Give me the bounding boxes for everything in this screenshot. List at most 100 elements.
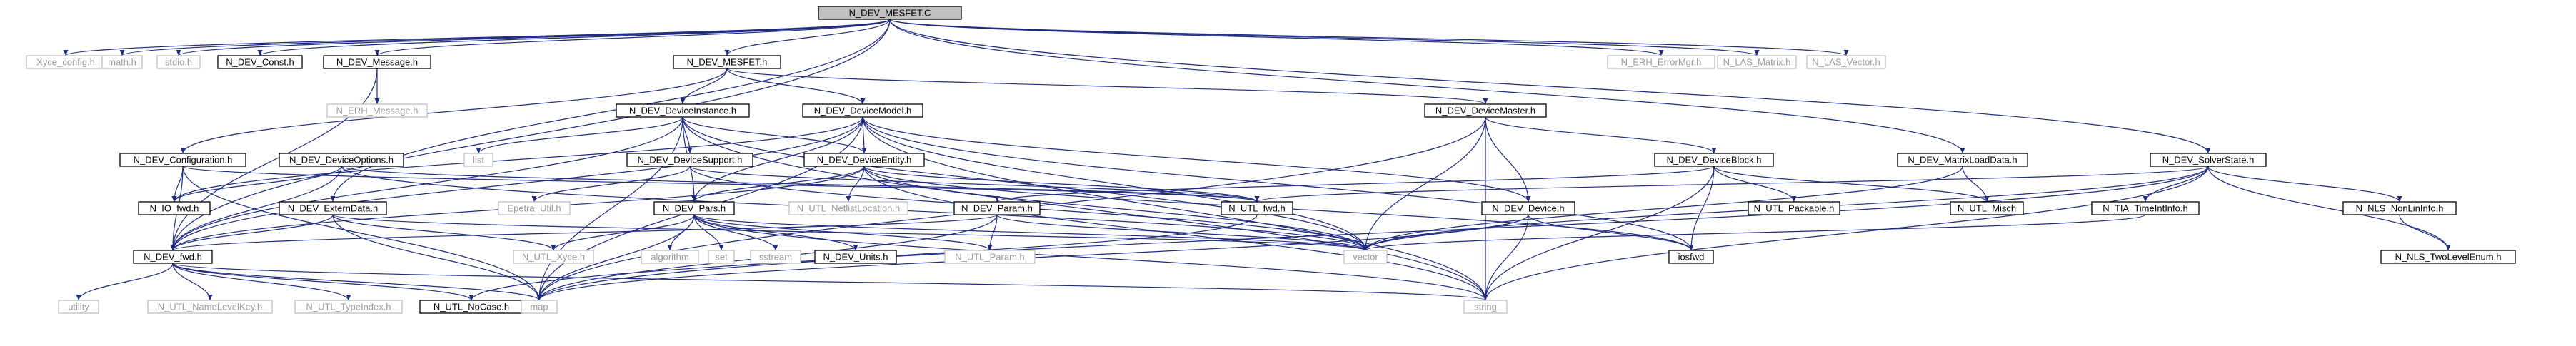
node-dev-devicesupport[interactable]: N_DEV_DeviceSupport.h — [626, 153, 753, 167]
edge-line — [2207, 166, 2400, 203]
node-label: N_DEV_Configuration.h — [134, 155, 233, 166]
edge-dev_fwd-to-utl_typeindex — [172, 263, 351, 301]
node-dev-param[interactable]: N_DEV_Param.h — [953, 201, 1041, 215]
node-iosfwd[interactable]: iosfwd — [1668, 250, 1714, 264]
edge-arrowhead — [1363, 245, 1368, 250]
node-box — [101, 55, 143, 69]
node-dev-message[interactable]: N_DEV_Message.h — [323, 55, 431, 69]
node-root[interactable]: N_DEV_MESFET.C — [818, 6, 962, 20]
node-box — [673, 55, 781, 69]
edge-line — [726, 68, 863, 105]
edge-arrowhead — [374, 98, 380, 104]
edge-line — [863, 166, 1366, 251]
edge-arrowhead — [680, 98, 686, 104]
node-tia-timeintinfo[interactable]: N_TIA_TimeIntInfo.h — [2091, 201, 2200, 215]
node-label: N_UTL_NetlistLocation.h — [797, 203, 901, 214]
node-box — [294, 300, 403, 314]
edge-dev_deviceentity-to-utl_netlistlocation — [846, 166, 865, 203]
node-dev-deviceblock[interactable]: N_DEV_DeviceBlock.h — [1654, 153, 1774, 167]
node-box — [653, 201, 735, 215]
node-box — [58, 300, 99, 314]
node-utl-netlistlocation: N_UTL_NetlistLocation.h — [788, 201, 908, 215]
edge-line — [1485, 166, 1715, 301]
node-box — [133, 250, 213, 264]
edge-arrowhead — [860, 98, 866, 104]
node-nls-nonlininfo[interactable]: N_NLS_NonLinInfo.h — [2342, 201, 2457, 215]
node-box — [1806, 55, 1886, 69]
edge-dev_solverstate-to-nls_nonlininfo — [2207, 166, 2402, 203]
node-dev-fwd[interactable]: N_DEV_fwd.h — [133, 250, 213, 264]
node-dev-matrixloaddata[interactable]: N_DEV_MatrixLoadData.h — [1897, 153, 2028, 167]
node-dev-deviceentity[interactable]: N_DEV_DeviceEntity.h — [803, 153, 925, 167]
node-utl-packable[interactable]: N_UTL_Packable.h — [1748, 201, 1840, 215]
node-box — [521, 300, 558, 314]
edge-dev_fwd-to-map — [172, 263, 542, 301]
node-box — [1463, 300, 1508, 314]
node-dev-mesfet-h[interactable]: N_DEV_MESFET.h — [673, 55, 781, 69]
node-label: N_DEV_MESFET.h — [687, 57, 768, 68]
edge-line — [726, 19, 891, 56]
node-dev-externdata[interactable]: N_DEV_ExternData.h — [279, 201, 387, 215]
edge-arrowhead — [257, 50, 263, 56]
edge-line — [889, 19, 1662, 56]
edge-dev_fwd-to-utl_nocase — [172, 263, 474, 301]
edge-line — [538, 214, 695, 301]
node-utl-nocase[interactable]: N_UTL_NoCase.h — [419, 300, 523, 314]
node-label: N_DEV_fwd.h — [144, 252, 202, 263]
edge-line — [182, 166, 540, 301]
node-sstream: sstream — [750, 250, 801, 264]
edge-root-to-dev_mesfet_h — [724, 19, 891, 56]
edge-arrowhead — [171, 196, 177, 202]
node-dev-units[interactable]: N_DEV_Units.h — [814, 250, 897, 264]
node-dev-devicemodel[interactable]: N_DEV_DeviceModel.h — [802, 103, 923, 118]
node-label: N_DEV_DeviceInstance.h — [629, 106, 736, 116]
node-utl-misch[interactable]: N_UTL_Misch — [1950, 201, 2024, 215]
edge-arrowhead — [1483, 98, 1488, 104]
edge-dev_device-to-iosfwd — [1528, 214, 1694, 251]
node-label: N_UTL_NameLevelKey.h — [158, 302, 262, 312]
edge-arrowhead — [476, 148, 481, 153]
edge-arrowhead — [987, 245, 993, 250]
node-label: N_UTL_Param.h — [955, 252, 1025, 263]
node-label: map — [530, 302, 548, 312]
edge-dev_externdata-to-vector — [332, 214, 1368, 251]
node-label: N_DEV_MatrixLoadData.h — [1908, 155, 2017, 166]
node-label: N_DEV_SolverState.h — [2162, 155, 2255, 166]
node-label: algorithm — [651, 252, 688, 263]
edge-root-to-math — [119, 19, 891, 56]
edge-arrowhead — [1254, 196, 1260, 202]
node-utl-fwd[interactable]: N_UTL_fwd.h — [1221, 201, 1293, 215]
edge-dev_devicemodel-to-iosfwd — [862, 116, 1694, 251]
node-utl-typeindex: N_UTL_TypeIndex.h — [294, 300, 403, 314]
node-dev-devicemaster[interactable]: N_DEV_DeviceMaster.h — [1424, 103, 1547, 118]
edge-line — [726, 68, 1486, 105]
edge-arrowhead — [861, 148, 867, 153]
edge-line — [889, 19, 1963, 154]
node-label: N_DEV_Units.h — [823, 252, 888, 263]
node-io-fwd[interactable]: N_IO_fwd.h — [138, 201, 211, 215]
node-box — [1481, 201, 1575, 215]
node-dev-deviceoptions[interactable]: N_DEV_DeviceOptions.h — [279, 153, 404, 167]
node-box — [1607, 55, 1715, 69]
edge-line — [1365, 116, 1486, 251]
edge-arrowhead — [63, 50, 69, 56]
node-dev-device[interactable]: N_DEV_Device.h — [1481, 201, 1575, 215]
node-dev-pars[interactable]: N_DEV_Pars.h — [653, 201, 735, 215]
edge-root-to-xyce_config — [63, 19, 891, 56]
node-dev-configuration[interactable]: N_DEV_Configuration.h — [119, 153, 246, 167]
node-nls-twolevelenum[interactable]: N_NLS_TwoLevelEnum.h — [2380, 250, 2516, 264]
node-label: N_UTL_fwd.h — [1228, 203, 1285, 214]
node-string: string — [1463, 300, 1508, 314]
edge-dev_matrixloaddata-to-vector — [1363, 166, 1963, 251]
node-label: N_DEV_DeviceOptions.h — [289, 155, 394, 166]
node-label: N_LAS_Vector.h — [1812, 57, 1880, 68]
node-label: utility — [68, 302, 89, 312]
node-dev-const[interactable]: N_DEV_Const.h — [217, 55, 303, 69]
node-utl-xyce: N_UTL_Xyce.h — [513, 250, 594, 264]
node-dev-deviceinstance[interactable]: N_DEV_DeviceInstance.h — [616, 103, 750, 118]
node-label: stdio.h — [165, 57, 192, 68]
edge-line — [332, 214, 554, 251]
edge-line — [682, 116, 1366, 251]
edge-dev_deviceblock-to-string — [1483, 166, 1715, 301]
node-dev-solverstate[interactable]: N_DEV_SolverState.h — [2150, 153, 2267, 167]
